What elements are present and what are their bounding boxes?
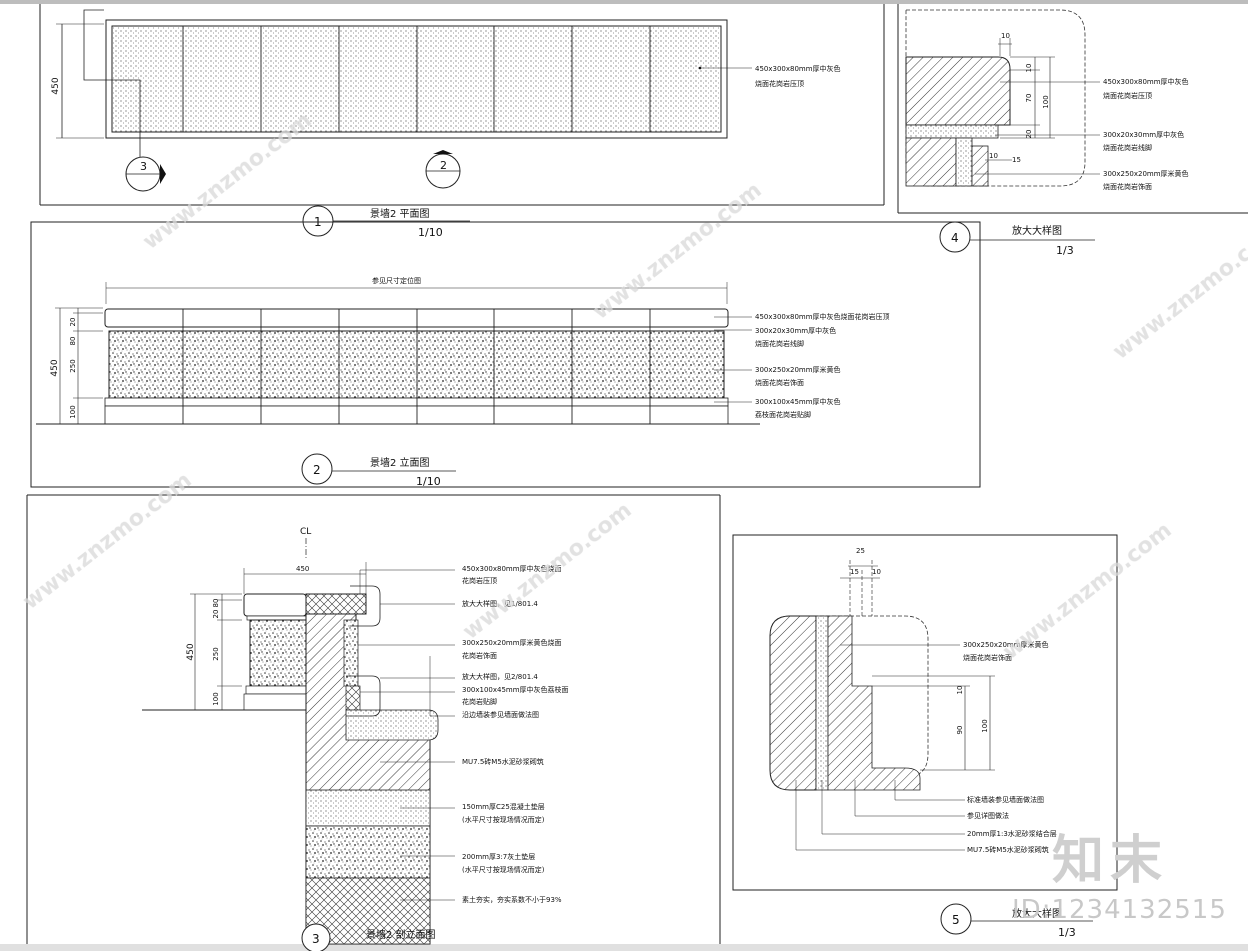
elev-note-3b: 烧面花岗岩饰面 <box>755 378 804 387</box>
detail-4-view: 10 70 20 100 10 10 15 450x300x80mm厚中灰色 烧… <box>897 4 1248 257</box>
d5-note-1a: 300x250x20mm厚米黄色 <box>963 640 1049 649</box>
d5-note-4: 20mm厚1:3水泥砂浆结合层 <box>967 829 1057 838</box>
elev-dim-80: 80 <box>69 337 77 346</box>
d4-note-2b: 烧面花岗岩线脚 <box>1103 143 1152 152</box>
d4-dim-15: 15 <box>1012 156 1021 164</box>
section-note-1b: 花岗岩压顶 <box>462 576 497 585</box>
watermark-id: ID:1234132515 <box>1012 895 1227 925</box>
section-note-4: 放大大样图，见2/801.4 <box>462 672 538 681</box>
view-number-circle-3 <box>301 923 331 951</box>
d5-note-2: 标准墙装参见墙面做法图 <box>967 795 1044 804</box>
d4-dim-70: 70 <box>1025 94 1033 103</box>
d4-view-scale: 1/3 <box>1056 244 1074 257</box>
view-number-circle-5 <box>940 903 972 935</box>
section-note-1a: 450x300x80mm厚中灰色烧面 <box>462 564 562 573</box>
elev-note-1: 450x300x80mm厚中灰色烧面花岗岩压顶 <box>755 312 890 321</box>
d4-dim-10-top: 10 <box>1001 32 1010 40</box>
d4-note-1a: 450x300x80mm厚中灰色 <box>1103 77 1189 86</box>
elev-dim-100: 100 <box>69 405 77 418</box>
plan-note-1: 450x300x80mm厚中灰色 <box>755 64 841 73</box>
section-note-6: 沿边墙装参见墙面做法图 <box>462 710 539 719</box>
section-note-7: MU7.5砖M5水泥砂浆砌筑 <box>462 757 544 766</box>
d4-view-title: 放大大样图 <box>1012 224 1062 237</box>
elevation-view: 参见尺寸定位图 20 80 250 100 450 450x300x80mm厚中… <box>30 221 981 488</box>
d4-note-3b: 烧面花岗岩饰面 <box>1103 182 1152 191</box>
elev-note-4a: 300x100x45mm厚中灰色 <box>755 397 841 406</box>
elev-view-number: 2 <box>313 463 321 477</box>
section-view-title: 景墙2 剖立面图 <box>366 928 436 941</box>
section-dim-20: 20 <box>212 610 220 619</box>
plan-view-scale: 1/10 <box>418 226 443 239</box>
d4-dim-10-bottom: 10 <box>989 152 998 160</box>
bottom-strip <box>0 944 1248 951</box>
section-note-5a: 300x100x45mm厚中灰色荔枝面 <box>462 685 569 694</box>
watermark-logo: 知末 <box>1052 831 1169 891</box>
section-dim-450: 450 <box>186 643 196 660</box>
section-note-9b: (水平尺寸按现场情况而定) <box>462 865 545 874</box>
watermark-text-2: www.znzmo.com <box>588 178 766 325</box>
section-note-3b: 花岗岩饰面 <box>462 651 497 660</box>
plan-dim-450: 450 <box>51 77 61 94</box>
elev-dim-20: 20 <box>69 318 77 327</box>
elev-note-4b: 荔枝面花岗岩贴脚 <box>755 410 811 419</box>
elev-dim-250: 250 <box>69 359 77 372</box>
d4-note-1b: 烧面花岗岩压顶 <box>1103 91 1152 100</box>
plan-view-title: 景墙2 平面图 <box>370 207 430 220</box>
d5-note-5: MU7.5砖M5水泥砂浆砌筑 <box>967 845 1049 854</box>
elev-facing <box>108 330 725 399</box>
section-note-8a: 150mm厚C25混凝土垫层 <box>462 802 545 811</box>
elev-view-scale: 1/10 <box>416 475 441 488</box>
section-dim-80: 80 <box>212 599 220 608</box>
watermark-text-5: www.znzmo.com <box>998 518 1176 665</box>
d4-note-2a: 300x20x30mm厚中灰色 <box>1103 130 1184 139</box>
elev-view-title: 景墙2 立面图 <box>370 456 430 469</box>
elev-note-3a: 300x250x20mm厚米黄色 <box>755 365 841 374</box>
d5-view-scale: 1/3 <box>1058 926 1076 939</box>
elev-note-2b: 烧面花岗岩线脚 <box>755 339 804 348</box>
d5-view-number: 5 <box>952 913 960 927</box>
d4-note-3a: 300x250x20mm厚米黄色 <box>1103 169 1189 178</box>
top-strip <box>0 0 1248 4</box>
d5-dim-25: 25 <box>856 547 865 555</box>
d5-dim-100: 100 <box>981 719 989 732</box>
section-marker-3-label: 3 <box>140 160 147 173</box>
d5-dim-10: 10 <box>872 568 881 576</box>
d5-dim-90: 90 <box>956 726 964 735</box>
d4-dim-20: 20 <box>1025 130 1033 139</box>
section-marker-2-label: 2 <box>440 159 447 172</box>
d5-note-1b: 烧面花岗岩饰面 <box>963 653 1012 662</box>
section-note-8b: (水平尺寸按现场情况而定) <box>462 815 545 824</box>
d5-dim-15: 15 <box>850 568 859 576</box>
section-dim-250: 250 <box>212 647 220 660</box>
d4-dim-10: 10 <box>1025 64 1033 73</box>
plan-view: 450 3 2 450x300x80mm厚中灰色 烧面花岗岩压顶 1 景墙2 平… <box>39 4 885 239</box>
d5-note-3: 参见详图做法 <box>967 811 1009 820</box>
view-number-circle-2 <box>301 453 333 485</box>
section-note-3a: 300x250x20mm厚米黄色烧面 <box>462 638 562 647</box>
section-centerline-label: CL <box>300 527 311 537</box>
section-dim-100: 100 <box>212 692 220 705</box>
elev-note-2a: 300x20x30mm厚中灰色 <box>755 326 836 335</box>
watermark-text-6: www.znzmo.com <box>1108 218 1248 365</box>
d5-view-title: 放大大样图 <box>1012 907 1062 920</box>
section-dim-450-top: 450 <box>296 565 309 573</box>
elev-top-note: 参见尺寸定位图 <box>372 276 421 285</box>
watermark-text-3: www.znzmo.com <box>18 468 196 615</box>
section-note-10: 素土夯实，夯实系数不小于93% <box>462 895 562 904</box>
elev-coping <box>104 308 729 328</box>
d4-dim-100: 100 <box>1042 95 1050 108</box>
detail-5-view: 25 15 10 10 90 100 300x250x20mm厚米黄色 烧面花岗… <box>732 534 1118 939</box>
plan-note-2: 烧面花岗岩压顶 <box>755 79 804 88</box>
d5-dim-10b: 10 <box>956 686 964 695</box>
section-note-5b: 花岗岩贴脚 <box>462 697 497 706</box>
section-note-2: 放大大样图，见1/801.4 <box>462 599 538 608</box>
section-view-number: 3 <box>312 932 320 946</box>
section-view: CL 450 20 80 250 100 450 <box>26 494 721 951</box>
elev-dim-450: 450 <box>50 359 60 376</box>
section-note-9a: 200mm厚3:7灰土垫层 <box>462 852 535 861</box>
d4-view-number: 4 <box>951 231 959 245</box>
